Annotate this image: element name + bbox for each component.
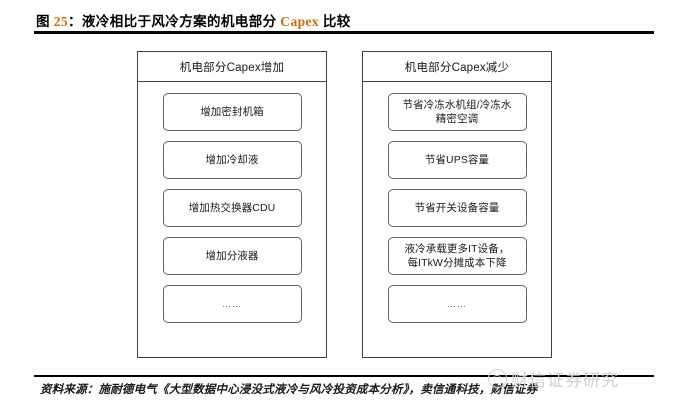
figure-number: 25: [53, 14, 68, 29]
page-title: 图 25：液冷相比于风冷方案的机电部分 Capex 比较: [36, 10, 351, 30]
column-header-decrease: 机电部分Capex减少: [363, 52, 551, 82]
figure-title-tail: 比较: [322, 14, 351, 29]
source-divider: [34, 375, 654, 377]
figure-title-text: 液冷相比于风冷方案的机电部分: [81, 14, 277, 29]
column-body-increase: 增加密封机箱 增加冷却液 增加热交换器CDU 增加分液器 ……: [138, 82, 326, 323]
column-header-increase: 机电部分Capex增加: [138, 52, 326, 82]
list-item: 增加分液器: [162, 237, 302, 275]
list-item-ellipsis: ……: [387, 285, 527, 323]
source-note: 资料来源：施耐德电气《大型数据中心浸没式液冷与风冷投资成本分析》，卖信通科技，财…: [40, 384, 538, 396]
list-item: 节省开关设备容量: [387, 189, 527, 227]
list-item: 增加密封机箱: [162, 93, 302, 131]
list-item: 液冷承载更多IT设备， 每ITkW分摊成本下降: [387, 237, 527, 275]
list-item: 增加热交换器CDU: [162, 189, 302, 227]
list-item: 增加冷却液: [162, 141, 302, 179]
column-capex-increase: 机电部分Capex增加 增加密封机箱 增加冷却液 增加热交换器CDU 增加分液器…: [137, 51, 327, 358]
figure-separator: ：: [68, 14, 82, 29]
list-item: 节省UPS容量: [387, 141, 527, 179]
column-capex-decrease: 机电部分Capex减少 节省冷冻水机组/冷冻水 精密空调 节省UPS容量 节省开…: [362, 51, 552, 358]
figure-title-accent: Capex: [280, 14, 320, 29]
column-body-decrease: 节省冷冻水机组/冷冻水 精密空调 节省UPS容量 节省开关设备容量 液冷承载更多…: [363, 82, 551, 323]
title-divider: [34, 31, 654, 34]
list-item: 节省冷冻水机组/冷冻水 精密空调: [387, 93, 527, 131]
figure-label: 图: [36, 14, 50, 29]
list-item-ellipsis: ……: [162, 285, 302, 323]
